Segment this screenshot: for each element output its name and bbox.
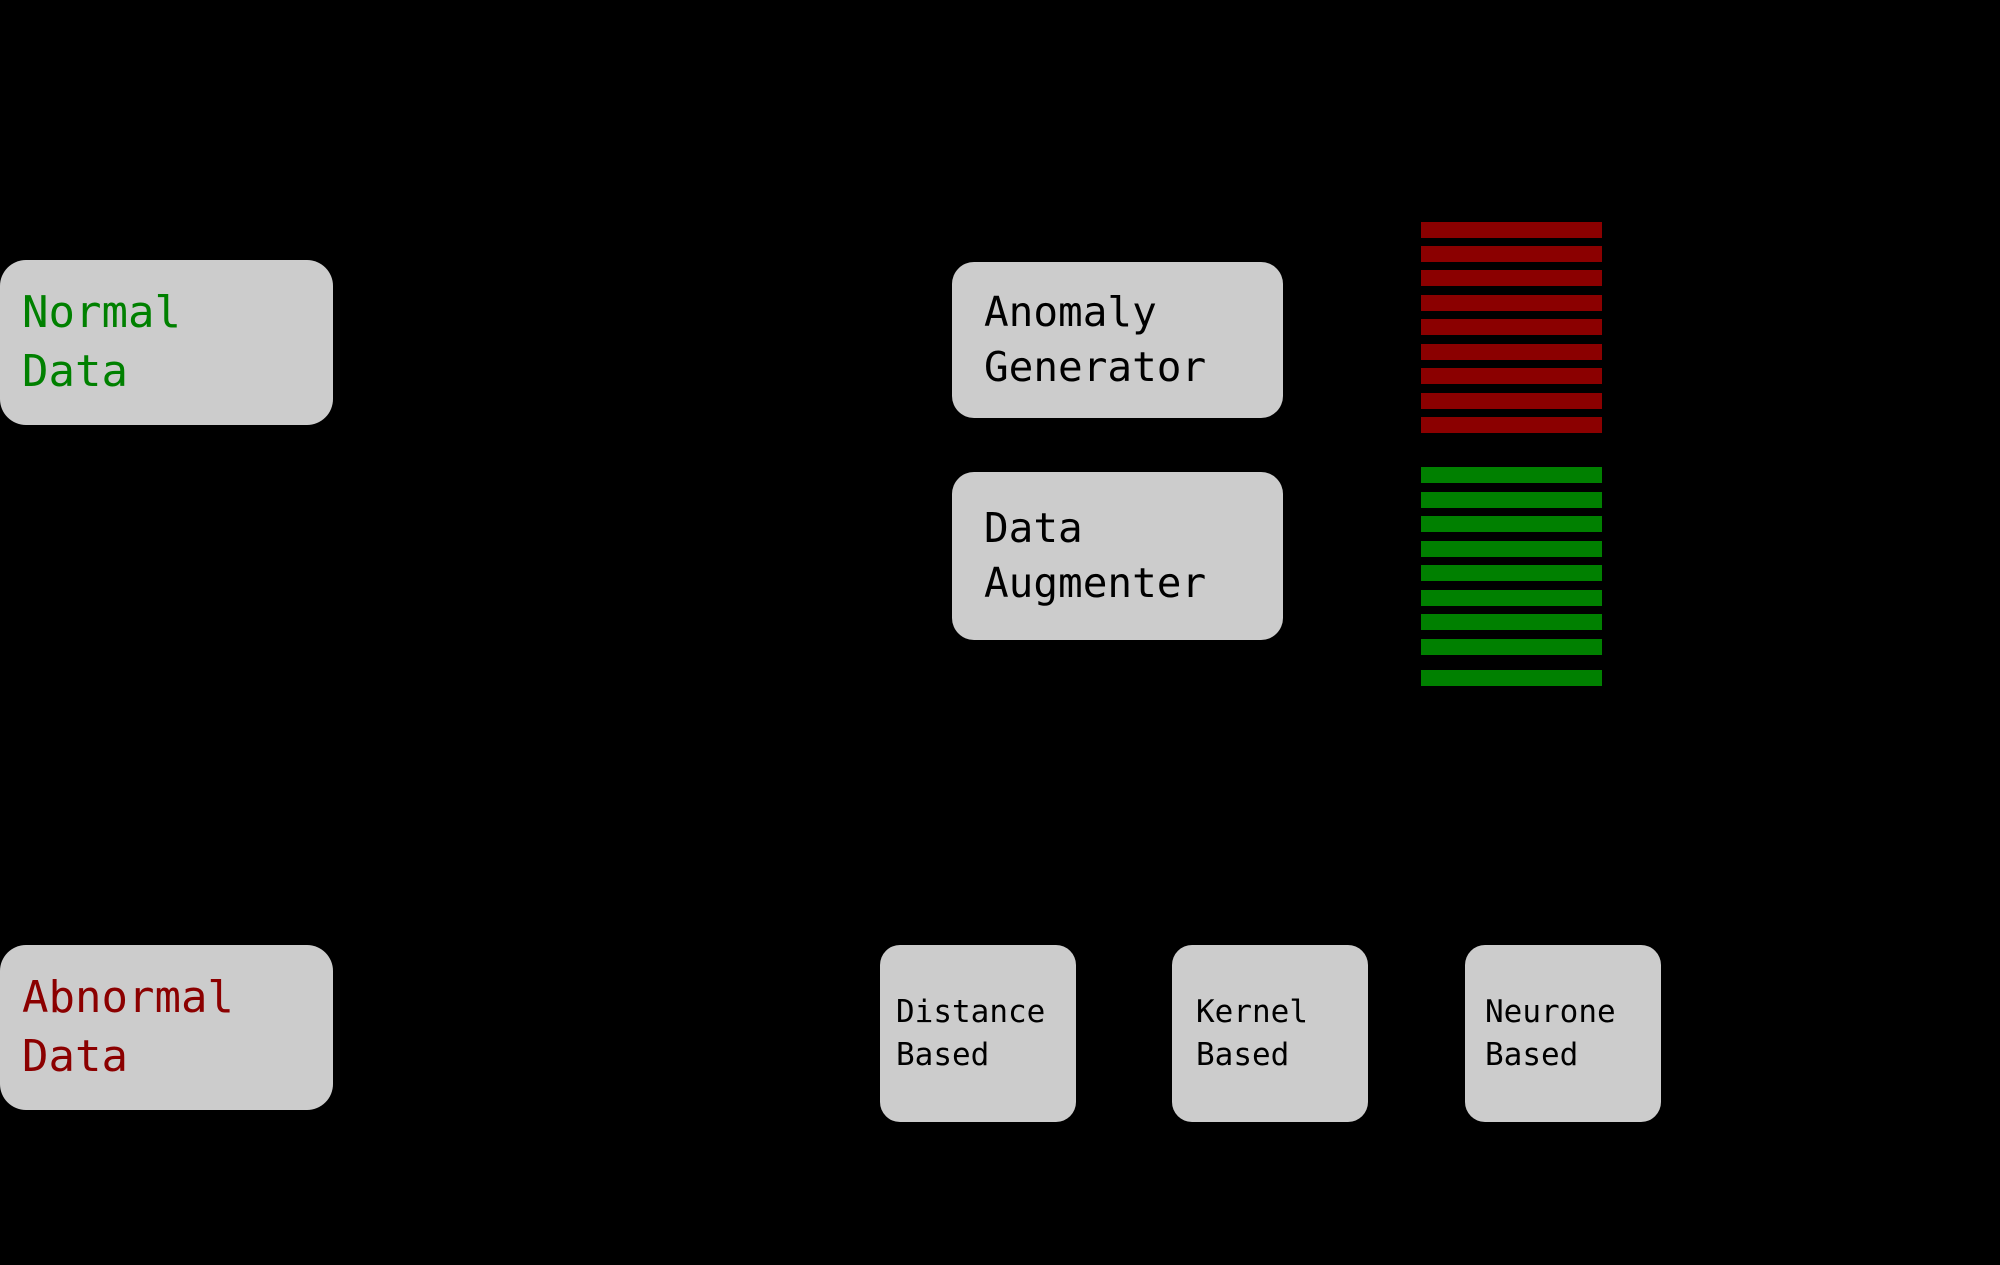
stripe-normal-13: [1421, 541, 1602, 557]
distance-based-node[interactable]: Distance Based: [880, 945, 1076, 1122]
stripe-normal-14: [1421, 565, 1602, 581]
normal-data-label-line1: Normal: [22, 286, 181, 338]
data-augmenter-label-line2: Augmenter: [984, 559, 1207, 607]
anomaly-generator-label-line1: Anomaly: [984, 288, 1157, 337]
abnormal-data-node[interactable]: Abnormal Data: [0, 945, 333, 1110]
stripe-anomaly-5: [1421, 319, 1602, 335]
abnormal-data-label-line1: Abnormal: [22, 971, 234, 1023]
stripe-normal-17: [1421, 639, 1602, 655]
stripe-normal-10: [1421, 467, 1602, 483]
neurone-based-node[interactable]: Neurone Based: [1465, 945, 1661, 1122]
mixed-data-stack: [1421, 222, 1602, 686]
data-augmenter-label-line1: Data: [984, 504, 1083, 553]
stripe-anomaly-3: [1421, 270, 1602, 286]
stripe-anomaly-1: [1421, 222, 1602, 238]
stripe-normal-12: [1421, 516, 1602, 532]
stripe-anomaly-8: [1421, 393, 1602, 409]
anomaly-generator-node[interactable]: Anomaly Generator: [952, 262, 1283, 418]
stripe-normal-11: [1421, 492, 1602, 508]
stripe-normal-18: [1421, 670, 1602, 686]
distance-based-label-line1: Distance: [896, 993, 1046, 1030]
stripe-anomaly-2: [1421, 246, 1602, 262]
normal-data-label-line2: Data: [22, 345, 128, 397]
stripe-anomaly-7: [1421, 368, 1602, 384]
distance-based-label-line2: Based: [896, 1036, 990, 1073]
stripe-anomaly-6: [1421, 344, 1602, 360]
anomaly-generator-label-line2: Generator: [984, 343, 1207, 391]
normal-data-node[interactable]: Normal Data: [0, 260, 333, 425]
abnormal-data-label-line2: Data: [22, 1030, 128, 1082]
data-augmenter-node[interactable]: Data Augmenter: [952, 472, 1283, 640]
kernel-based-label-line2: Based: [1196, 1036, 1290, 1073]
stripe-anomaly-9: [1421, 417, 1602, 433]
stripe-normal-16: [1421, 614, 1602, 630]
neurone-based-label-line1: Neurone: [1485, 993, 1616, 1030]
kernel-based-label-line1: Kernel: [1196, 993, 1308, 1030]
kernel-based-node[interactable]: Kernel Based: [1172, 945, 1368, 1122]
stripe-anomaly-4: [1421, 295, 1602, 311]
neurone-based-label-line2: Based: [1485, 1036, 1579, 1073]
stripe-normal-15: [1421, 590, 1602, 606]
